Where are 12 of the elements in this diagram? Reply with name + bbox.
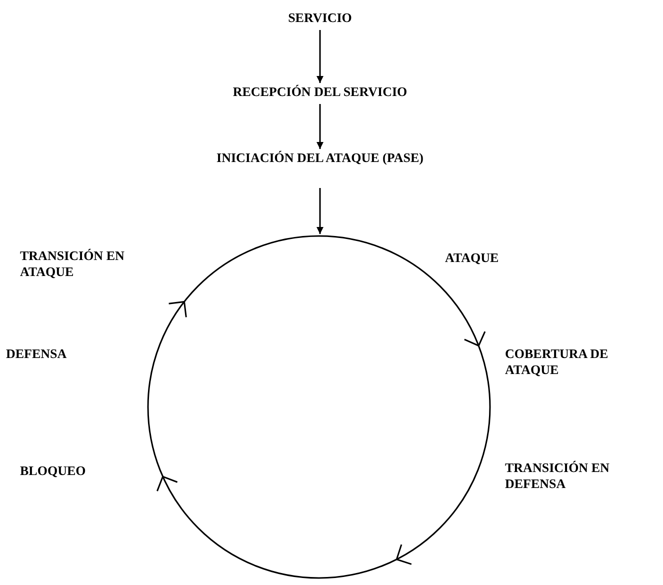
phase-label: COBERTURA DE ATAQUE <box>505 346 610 378</box>
arrow <box>316 30 324 83</box>
arrow <box>316 104 324 149</box>
phase-label: TRANSICIÓN EN ATAQUE <box>20 248 126 280</box>
phase-label: ATAQUE <box>445 250 500 266</box>
phase-label: TRANSICIÓN EN DEFENSA <box>505 460 610 492</box>
phase-label: BLOQUEO <box>20 463 87 479</box>
arrow <box>316 188 324 234</box>
step-label: SERVICIO <box>250 10 390 28</box>
step-label: RECEPCIÓN DEL SERVICIO <box>180 84 460 102</box>
step-label: INICIACIÓN DEL ATAQUE (PASE) <box>200 150 440 186</box>
phase-label: DEFENSA <box>6 346 68 362</box>
